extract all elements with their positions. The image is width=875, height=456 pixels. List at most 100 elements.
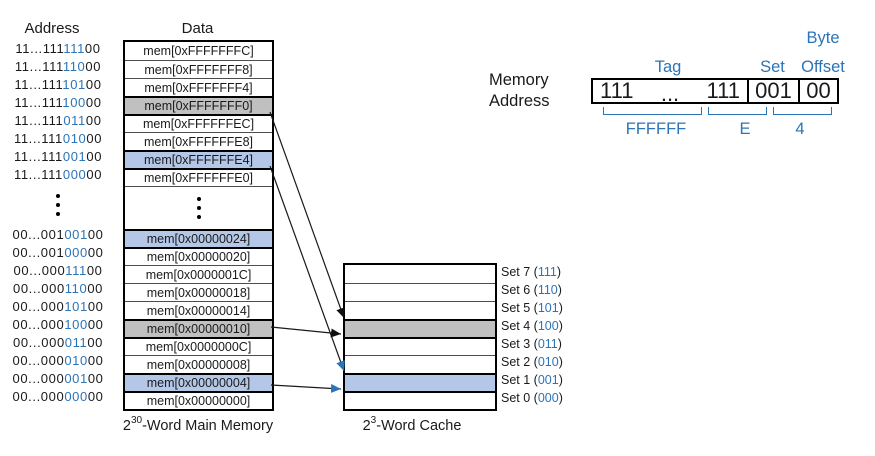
cache-set-label: Set 0 (000) xyxy=(501,389,563,407)
memory-data-cell: mem[0x00000020] xyxy=(125,247,272,265)
cache-table xyxy=(343,263,497,411)
memory-data-label: mem[0xFFFFFFEC] xyxy=(142,117,255,131)
address-offset-bits: 00 xyxy=(87,371,104,386)
address-offset-bits: 00 xyxy=(87,281,103,296)
byte-offset-bits: 00 xyxy=(806,78,831,103)
main-memory-rows-top: mem[0xFFFFFFFC] mem[0xFFFFFFF8] mem[0xFFFF… xyxy=(125,42,272,186)
cache-set-labels: Set 7 (111)Set 6 (110)Set 5 (101)Set 4 (… xyxy=(501,263,563,407)
memory-data-cell: mem[0x00000000] xyxy=(125,391,272,409)
address-offset-bits: 00 xyxy=(86,149,103,164)
memory-data-label: mem[0xFFFFFFF4] xyxy=(144,80,253,95)
set-index-bits: 110 xyxy=(537,283,558,297)
tag-bits-left: 111 xyxy=(600,78,634,103)
memory-data-label: mem[0x00000024] xyxy=(146,232,251,246)
memory-address-label: Memory Address xyxy=(489,70,550,112)
memory-data-label: mem[0xFFFFFFFC] xyxy=(143,44,254,58)
address-offset-bits: 00 xyxy=(87,299,104,314)
cache-set-label: Set 7 (111) xyxy=(501,263,563,281)
data-column-header: Data xyxy=(181,20,214,37)
address-offset-bits: 00 xyxy=(85,95,102,110)
set-label-suffix: ) xyxy=(558,391,563,405)
set-label-suffix: ) xyxy=(558,373,563,387)
arrow-mem00000004-to-set1 xyxy=(270,383,342,393)
main-memory-rows-bottom: mem[0x00000024]mem[0x00000020] mem[0x0000… xyxy=(125,229,272,409)
address-set-bits: 111 xyxy=(65,263,87,278)
set-bits: 001 xyxy=(755,78,792,103)
cache-set-label: Set 2 (010) xyxy=(501,353,563,371)
memory-data-cell: mem[0x00000010] xyxy=(125,319,272,337)
address-tag-bits: 00...000 xyxy=(12,353,65,368)
address-set-bits: 111 xyxy=(63,41,85,56)
memory-data-label: mem[0x00000010] xyxy=(146,322,251,336)
cache-set-cell xyxy=(345,337,495,355)
address-set-bits: 000 xyxy=(64,245,88,260)
address-set-bits: 010 xyxy=(62,131,87,146)
memory-data-label: mem[0xFFFFFFE8] xyxy=(143,134,254,149)
memory-address-row: 11...11100100 xyxy=(0,148,116,166)
address-set-bits: 110 xyxy=(64,281,88,296)
set-label-suffix: ) xyxy=(558,319,563,333)
memory-data-cell: mem[0x00000014] xyxy=(125,301,272,319)
address-set-bits: 110 xyxy=(62,59,86,74)
address-set-bits: 001 xyxy=(64,227,88,242)
caption-rest: -Word Main Memory xyxy=(142,417,274,434)
set-index-bits: 000 xyxy=(537,391,559,405)
cache-set-cell xyxy=(345,265,495,283)
set-label-prefix: Set 1 ( xyxy=(501,373,538,387)
memory-data-cell: mem[0x0000000C] xyxy=(125,337,272,355)
vertical-ellipsis xyxy=(0,184,116,226)
memory-address-label-line1: Memory xyxy=(489,71,549,89)
address-offset-bits: 00 xyxy=(86,263,103,278)
byte-offset-field: 00 xyxy=(798,78,837,103)
cache-set-cell xyxy=(345,355,495,373)
set-label-prefix: Set 5 ( xyxy=(501,301,538,315)
set-label-prefix: Set 3 ( xyxy=(501,337,538,351)
address-offset-bits: 00 xyxy=(85,77,102,92)
set-index-bits: 011 xyxy=(537,337,558,351)
memory-address-row: 11...11111100 xyxy=(0,40,116,58)
set-label-suffix: ) xyxy=(557,283,562,297)
address-tag-bits: 11...111 xyxy=(14,77,63,92)
caption-rest: -Word Cache xyxy=(376,417,462,434)
address-set-bits: 000 xyxy=(64,389,88,404)
address-tag-bits: 11...111 xyxy=(13,167,63,182)
cache-set-label: Set 5 (101) xyxy=(501,299,563,317)
memory-data-label: mem[0xFFFFFFF8] xyxy=(144,62,253,77)
address-tag-bits: 11...111 xyxy=(14,95,63,110)
memory-address-row: 00...00010000 xyxy=(0,316,116,334)
address-tag-bits: 11...111 xyxy=(13,131,63,146)
memory-address-row: 00...00011100 xyxy=(0,262,116,280)
caption-exponent: 3 xyxy=(370,415,377,426)
memory-address-row: 11...11100000 xyxy=(0,166,116,184)
cache-set-label: Set 1 (001) xyxy=(501,371,563,389)
address-tag-bits: 11...111 xyxy=(13,149,63,164)
address-tag-bits: 00...001 xyxy=(12,245,65,260)
memory-data-label: mem[0x00000014] xyxy=(146,303,251,318)
set-label-suffix: ) xyxy=(557,337,562,351)
address-offset-bits: 00 xyxy=(87,317,104,332)
arrow-memffffffe4-to-set1 xyxy=(269,165,345,372)
caption-exponent: 30 xyxy=(130,415,143,426)
main-memory-table: mem[0xFFFFFFFC] mem[0xFFFFFFF8] mem[0xFFFF… xyxy=(123,40,274,411)
memory-data-cell: mem[0xFFFFFFE8] xyxy=(125,132,272,150)
memory-data-label: mem[0x00000008] xyxy=(146,357,251,372)
memory-address-row: 11...11101100 xyxy=(0,112,116,130)
set-label-prefix: Set 7 ( xyxy=(501,265,538,279)
tag-hex-brace xyxy=(603,107,702,115)
mid-hex-brace xyxy=(708,107,767,115)
memory-data-cell: mem[0xFFFFFFF4] xyxy=(125,78,272,96)
memory-address-box: 111 ... 111 001 00 xyxy=(591,78,839,106)
memory-data-cell: mem[0x00000024] xyxy=(125,229,272,247)
address-set-bits: 001 xyxy=(62,149,87,164)
set-label-suffix: ) xyxy=(558,355,563,369)
set-label-prefix: Set 6 ( xyxy=(501,283,538,297)
caption-base: 2 xyxy=(362,417,371,434)
set-index-bits: 001 xyxy=(537,373,559,387)
cache-set-cell xyxy=(345,301,495,319)
address-set-bits: 100 xyxy=(64,317,88,332)
memory-address-row: 00...00100000 xyxy=(0,244,116,262)
low-hex-value: 4 xyxy=(795,120,805,138)
address-tag-bits: 00...001 xyxy=(12,227,65,242)
memory-data-label: mem[0x00000004] xyxy=(146,376,251,390)
